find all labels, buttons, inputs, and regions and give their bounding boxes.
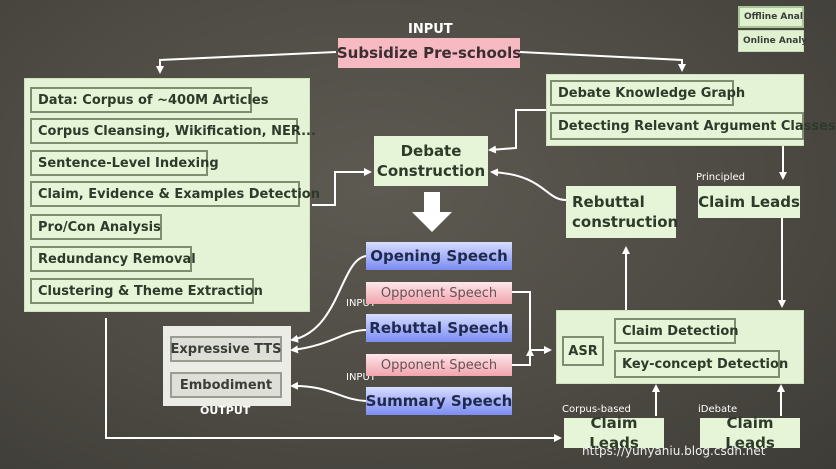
arrow-knowledge-to-construction <box>488 109 546 154</box>
embodiment-box: Embodiment <box>170 372 282 398</box>
opponent-speech-1: Opponent Speech <box>366 282 512 304</box>
pipeline-step-clustering: Clustering & Theme Extraction <box>30 278 263 304</box>
knowledge-graph-box: Debate Knowledge Graph <box>550 80 745 106</box>
idebate-label: iDebate <box>698 404 738 415</box>
debate-construction-box: Debate Construction <box>374 136 488 186</box>
pipeline-step-indexing: Sentence-Level Indexing <box>30 150 219 176</box>
arrow-construction-to-speeches <box>412 192 452 232</box>
opponent-speech-2: Opponent Speech <box>366 354 512 376</box>
arrow-topic-to-pipeline <box>156 51 337 74</box>
arrow-pipeline-to-construction <box>312 168 372 206</box>
pipeline-step-data: Data: Corpus of ~400M Articles <box>30 87 268 113</box>
legend-offline: Offline Anal <box>738 6 804 28</box>
opening-speech: Opening Speech <box>366 242 512 270</box>
asr-box: ASR <box>562 336 604 366</box>
idebate-claim-leads: Claim Leads <box>700 414 800 452</box>
summary-speech: Summary Speech <box>366 387 512 415</box>
arrow-opponent1-to-analysis <box>512 291 552 354</box>
arrow-rebuttal-to-tts <box>290 329 367 354</box>
pipeline-step-procon: Pro/Con Analysis <box>30 214 162 240</box>
output-label: OUTPUT <box>200 404 251 417</box>
principled-claim-leads: Claim Leads <box>698 186 800 218</box>
input-top-label: INPUT <box>408 22 453 37</box>
arrow-summary-to-embodiment <box>290 381 367 402</box>
arrow-topic-to-knowledge <box>519 51 686 72</box>
rebuttal-speech: Rebuttal Speech <box>366 314 512 342</box>
arrow-opening-to-tts <box>290 255 367 343</box>
corpus-based-claim-leads: Claim Leads <box>564 414 664 452</box>
key-concept-detection-box: Key-concept Detection <box>614 350 788 378</box>
corpus-based-label: Corpus-based <box>562 404 631 415</box>
arrow-opponent2-to-analysis <box>512 348 534 366</box>
arrow-rebuttal-to-construction <box>490 168 567 201</box>
connector-arrows <box>105 51 787 442</box>
watermark: https://yunyaniu.blog.csdn.net <box>582 444 766 458</box>
claim-detection-box: Claim Detection <box>614 318 739 344</box>
argument-classes-box: Detecting Relevant Argument Classes <box>550 112 836 140</box>
topic-box: Subsidize Pre-schools <box>337 38 521 68</box>
input-side-label-1: INPUT <box>346 298 376 309</box>
input-side-label-2: INPUT <box>346 372 376 383</box>
arrow-pipeline-to-corpus-leads <box>105 318 562 442</box>
pipeline-step-redundancy: Redundancy Removal <box>30 246 196 272</box>
principled-label: Principled <box>696 172 745 183</box>
legend-online: Online Analy <box>738 30 807 52</box>
pipeline-step-claim-detection: Claim, Evidence & Examples Detection <box>30 181 320 207</box>
rebuttal-construction-box: Rebuttal construction <box>566 186 678 238</box>
pipeline-step-cleansing: Corpus Cleansing, Wikification, NER... <box>30 118 316 144</box>
expressive-tts-box: Expressive TTS <box>170 336 282 362</box>
